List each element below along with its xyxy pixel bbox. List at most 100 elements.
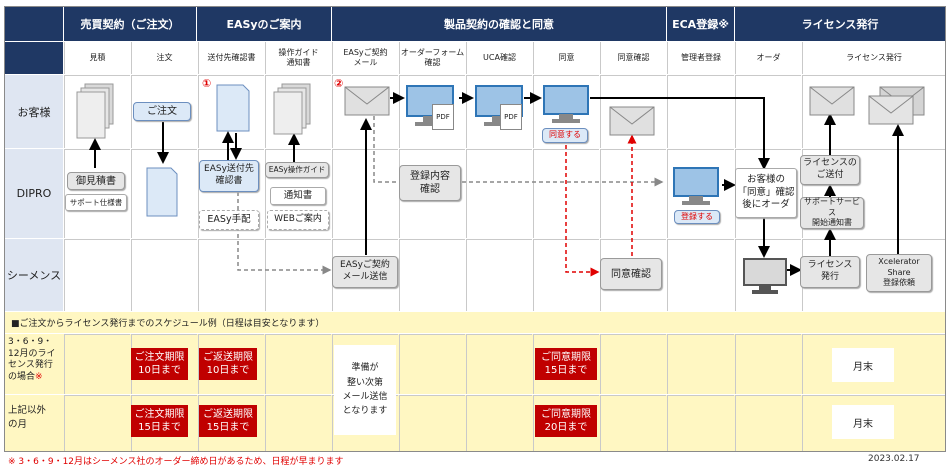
pdf1-document-icon: PDF <box>432 104 454 130</box>
diagram-frame <box>4 6 946 452</box>
schedule-cell <box>802 395 945 451</box>
schedule-row1-label: 3・6・9・ 12月のライ センス発行 の場合※ <box>8 337 64 393</box>
easy-mail-send-box: EASyご契約 メール送信 <box>332 256 398 288</box>
schedule-row1-mark: ※ <box>35 372 43 383</box>
reg-confirm-box: 登録内容 確認 <box>399 165 461 201</box>
lane-cell <box>735 239 801 311</box>
column-header-9: 管理者登録 <box>667 42 734 74</box>
schedule-cell <box>533 334 599 394</box>
column-header-5: オーダーフォーム 確認 <box>399 42 465 74</box>
schedule-cell <box>466 334 532 394</box>
lane-cell <box>265 149 331 238</box>
schedule-cell <box>399 334 465 394</box>
ready-mail-note: 準備が 整い次第 メール送信 となります <box>334 345 396 435</box>
return-deadline-1: ご返送期限 10日まで <box>199 348 257 380</box>
footer-date: 2023.02.17 <box>868 454 920 464</box>
schedule-cell <box>600 334 666 394</box>
schedule-cell <box>399 395 465 451</box>
quote-box: 御見積書 <box>67 172 125 190</box>
column-header-11: ライセンス発行 <box>802 42 945 74</box>
lane-cell <box>533 149 599 238</box>
agree-confirm-envelope-icon <box>609 106 655 139</box>
lane-cell <box>600 75 666 148</box>
header-corner <box>5 7 63 41</box>
schedule-row2-label: 上記以外 の月 <box>8 405 47 431</box>
license-issue-box: ライセンス 発行 <box>800 256 860 288</box>
web-guide-box: WEBご案内 <box>267 210 329 230</box>
group-easy-guide: EASyのご案内 <box>197 7 331 41</box>
column-header-0: 見積 <box>64 42 130 74</box>
schedule-cell <box>198 395 264 451</box>
lane-cell <box>265 239 331 311</box>
footer-note: ※ 3・6・9・12月はシーメンス社のオーダー締め日があるため、日程が早まります <box>8 457 344 467</box>
schedule-cell <box>64 334 130 394</box>
column-header-2: 送付先確認書 <box>198 42 264 74</box>
header-corner-2 <box>5 42 63 74</box>
month-end-2: 月末 <box>832 405 894 439</box>
group-eca-registration: ECA登録※ <box>667 7 734 41</box>
lane-cell <box>667 75 734 148</box>
notice-box: 通知書 <box>270 187 326 205</box>
siemens-monitor-icon <box>742 257 790 302</box>
order-after-box: お客様の 「同意」確認 後にオーダ <box>735 168 797 218</box>
order-deadline-2: ご注文期限 15日まで <box>131 405 188 437</box>
schedule-cell <box>735 395 801 451</box>
easy-mail-envelope-icon <box>344 86 390 119</box>
row-label-siemens: シーメンス <box>5 239 63 311</box>
group-license-issue: ライセンス発行 <box>735 7 945 41</box>
order-document-icon <box>145 166 181 223</box>
lane-cell <box>399 75 465 148</box>
lane-cell <box>198 75 264 148</box>
group-sales-contract: 売買契約（ご注文） <box>64 7 196 41</box>
lane-cell <box>600 149 666 238</box>
column-header-10: オーダ <box>735 42 801 74</box>
column-header-6: UCA確認 <box>466 42 532 74</box>
easy-arrange-box: EASy手配 <box>199 210 259 230</box>
support-service-box: サポートサービス 開始通知書 <box>800 197 864 229</box>
register-monitor-icon <box>672 166 724 211</box>
lane-cell <box>399 239 465 311</box>
schedule-cell <box>667 395 734 451</box>
row-label-dipro: DIPRO <box>5 149 63 238</box>
easy-confirm-box: EASy送付先 確認書 <box>199 160 259 192</box>
group-product-contract: 製品契約の確認と同意 <box>332 7 666 41</box>
column-header-7: 同意 <box>533 42 599 74</box>
schedule-cell <box>735 334 801 394</box>
lane-cell <box>802 149 945 238</box>
row-label-customer: お客様 <box>5 75 63 148</box>
agree-deadline-1: ご同意期限 15日まで <box>535 348 597 380</box>
schedule-cell <box>600 395 666 451</box>
lane-cell <box>667 239 734 311</box>
lane-cell <box>466 75 532 148</box>
schedule-row1-label-text: 3・6・9・ 12月のライ センス発行 の場合 <box>8 337 56 383</box>
order-deadline-1: ご注文期限 10日まで <box>131 348 188 380</box>
lane-cell <box>131 239 197 311</box>
agree-deadline-2: ご同意期限 20日まで <box>535 405 597 437</box>
lane-cell <box>466 239 532 311</box>
column-header-4: EASyご契約 メール <box>332 42 398 74</box>
schedule-cell <box>466 395 532 451</box>
month-end-1: 月末 <box>832 348 894 382</box>
quote-document-icon <box>75 82 117 145</box>
license-send-box: ライセンスの ご送付 <box>800 155 860 185</box>
column-header-1: 注文 <box>131 42 197 74</box>
agree-button: 同意する <box>542 128 588 143</box>
lane-cell <box>667 149 734 238</box>
support-spec-box: サポート仕様書 <box>65 194 127 211</box>
lane-cell <box>198 239 264 311</box>
lane-cell <box>64 75 130 148</box>
lane-cell <box>802 75 945 148</box>
schedule-title-bar: ■ご注文からライセンス発行までのスケジュール例（日程は目安となります） <box>5 312 945 333</box>
schedule-cell <box>265 395 331 451</box>
lane-cell <box>466 149 532 238</box>
schedule-cell <box>533 395 599 451</box>
marker-2: ② <box>334 77 344 90</box>
lane-cell <box>265 75 331 148</box>
easy-guide-box: EASy操作ガイド <box>265 162 329 178</box>
xcelerator-box: Xcelerator Share 登録依頼 <box>866 254 932 292</box>
column-header-8: 同意確認 <box>600 42 666 74</box>
agree-monitor-icon <box>542 84 594 129</box>
license-envelope-icon <box>809 86 855 119</box>
schedule-cell <box>64 395 130 451</box>
